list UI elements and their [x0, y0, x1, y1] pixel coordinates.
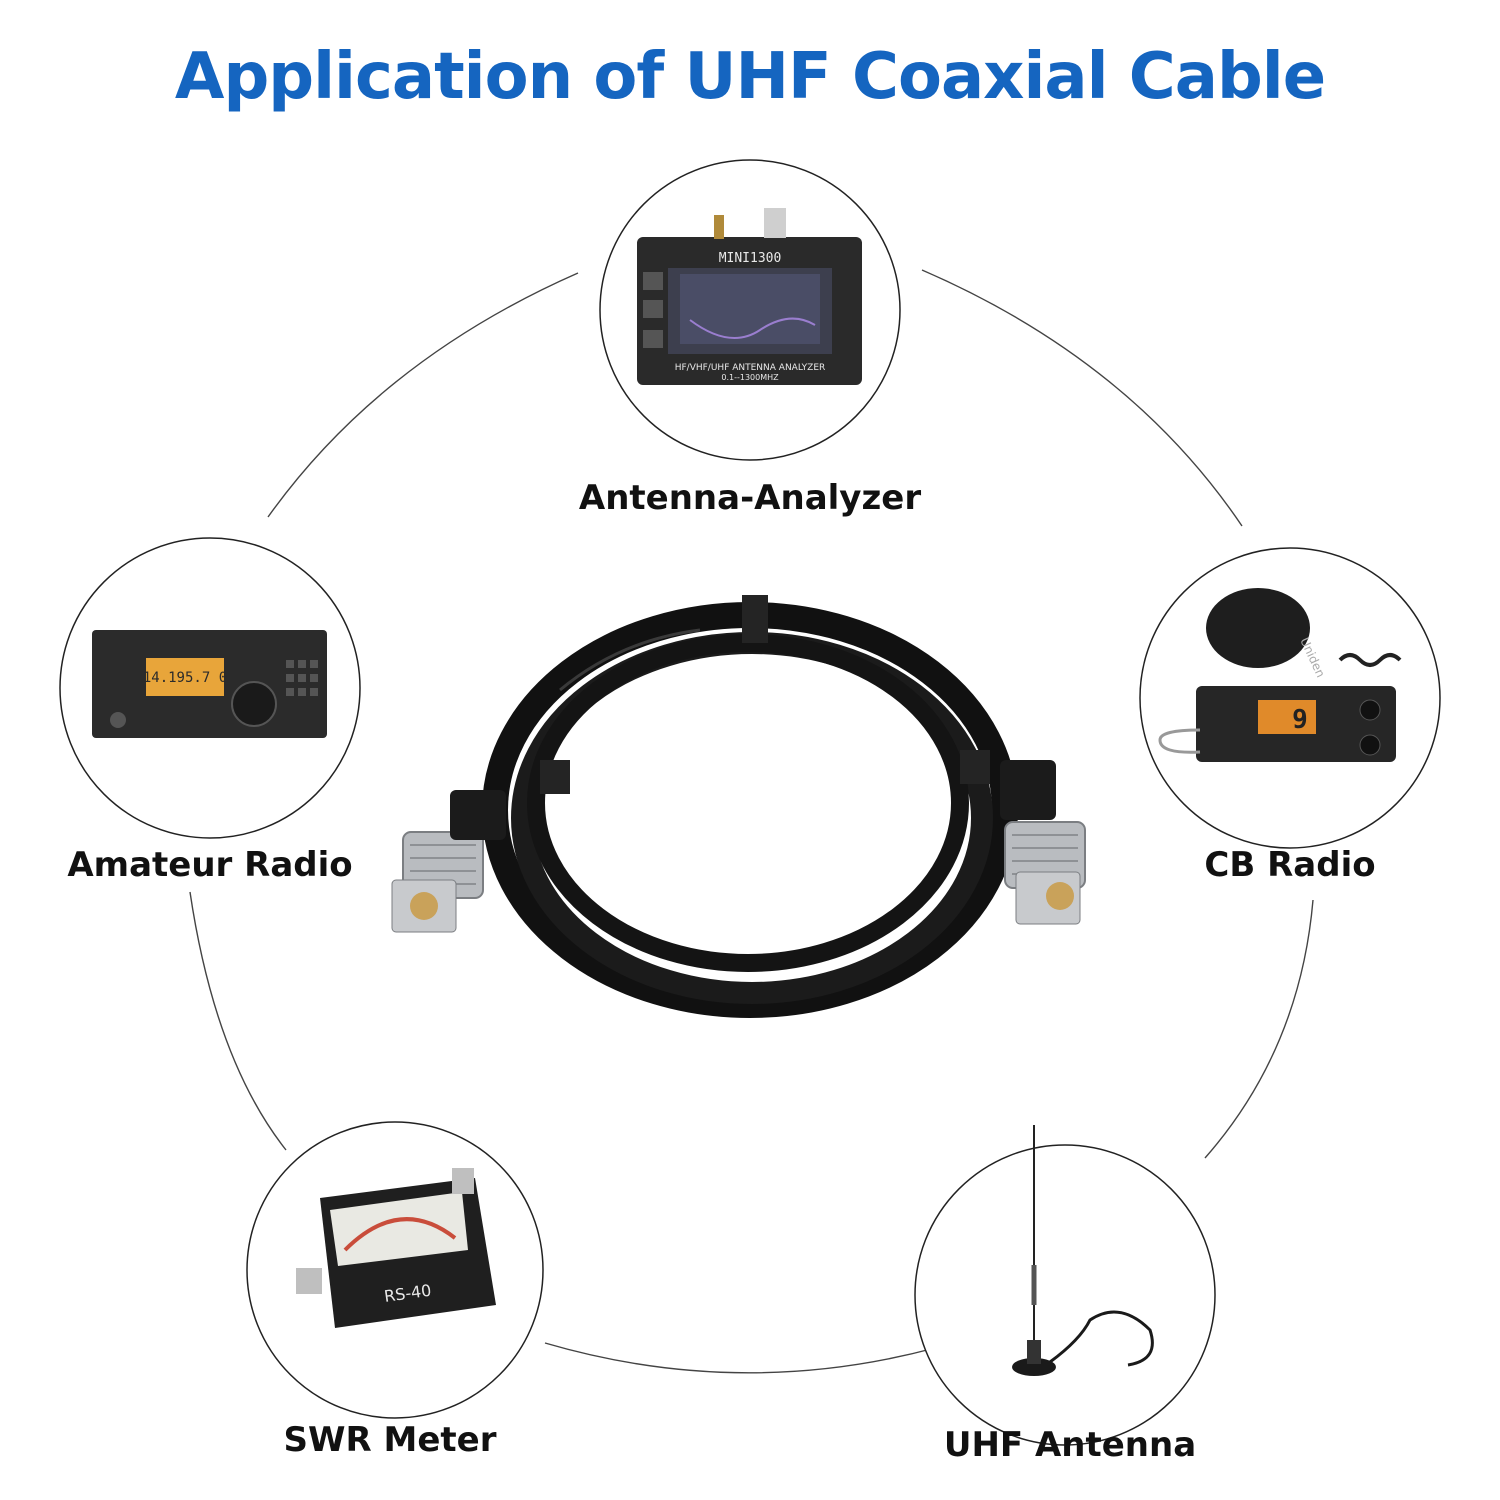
- cb-channel-text: 9: [1292, 705, 1308, 735]
- right-connector: [1000, 760, 1086, 925]
- uhf-antenna-circle: [914, 1125, 1216, 1446]
- analyzer-caption-text: HF/VHF/UHF ANTENNA ANALYZER: [675, 363, 826, 373]
- amateur-radio-circle: 14.195.7 0: [59, 537, 361, 839]
- analyzer-brand-text: MINI1300: [719, 251, 782, 266]
- label-swr-meter: SWR Meter: [283, 1420, 497, 1460]
- left-connector: [391, 790, 506, 933]
- antenna-analyzer-circle: MINI1300 HF/VHF/UHF ANTENNA ANALYZER 0.1…: [599, 159, 901, 461]
- connector-arcs: [189, 269, 1314, 1374]
- coaxial-cable: [482, 595, 1018, 1018]
- label-uhf-antenna: UHF Antenna: [943, 1425, 1197, 1465]
- page-title: Application of UHF Coaxial Cable: [174, 40, 1326, 114]
- analyzer-range-text: 0.1--1300MHZ: [721, 373, 779, 382]
- swr-meter-circle: RS-40: [246, 1121, 544, 1419]
- amateur-display-text: 14.195.7 0: [143, 670, 227, 686]
- label-cb-radio: CB Radio: [1204, 845, 1376, 885]
- cb-radio-circle: 9 Uniden: [1139, 547, 1441, 849]
- label-antenna-analyzer: Antenna-Analyzer: [578, 478, 922, 518]
- label-amateur-radio: Amateur Radio: [67, 845, 353, 885]
